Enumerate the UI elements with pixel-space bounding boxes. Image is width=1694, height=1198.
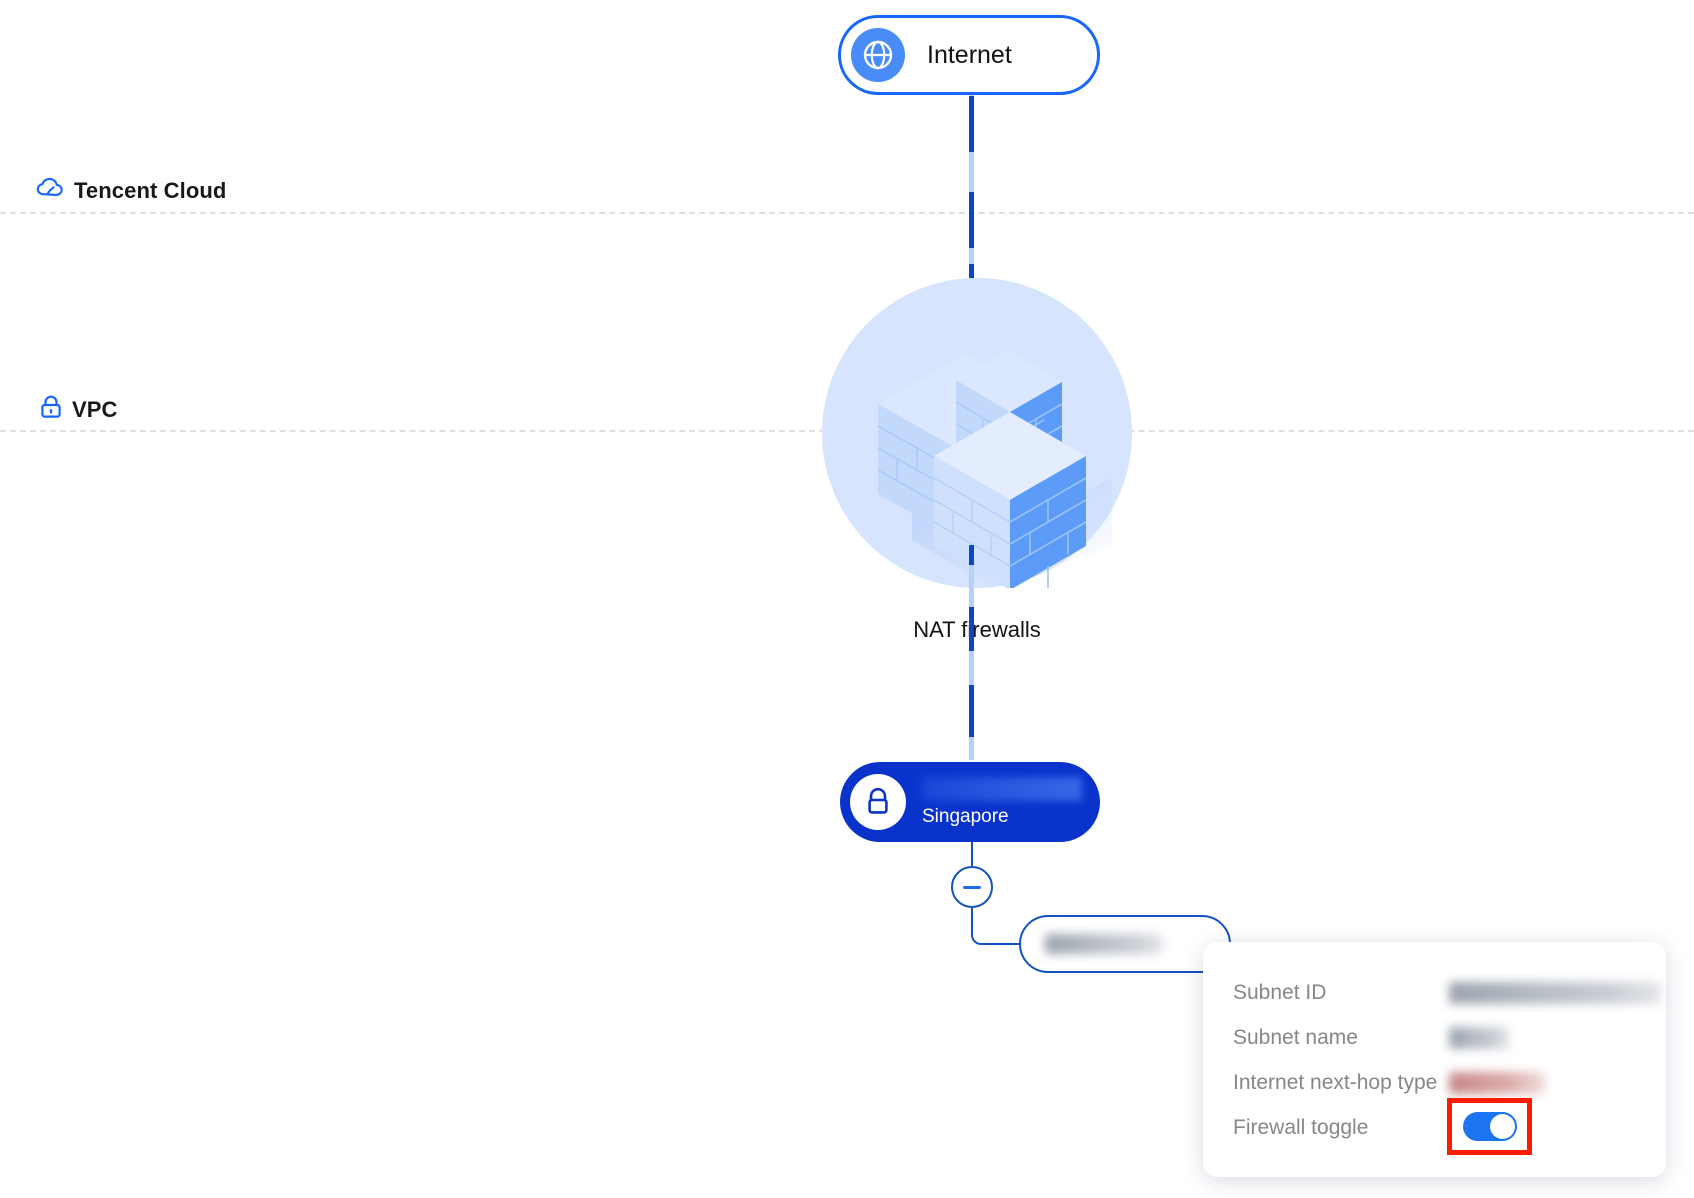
zone-label-text: Tencent Cloud: [74, 178, 227, 203]
detail-label: Subnet name: [1233, 1025, 1358, 1049]
node-internet-label: Internet: [927, 40, 1012, 69]
lock-icon: [40, 395, 62, 425]
zone-label-vpc: VPC: [40, 395, 118, 425]
detail-row-subnet-id: Subnet ID: [1203, 970, 1666, 1015]
detail-value-redacted: [1449, 981, 1661, 1004]
minus-circle-icon[interactable]: [951, 866, 993, 908]
brick-wall-icon: [877, 350, 1112, 588]
zone-divider-tencent-cloud: [0, 212, 1694, 214]
node-internet[interactable]: Internet: [838, 15, 1100, 95]
connector-region-to-collapse: [971, 842, 973, 866]
detail-value-redacted: [1449, 1026, 1509, 1049]
detail-value-redacted: [1449, 1071, 1545, 1094]
firewall-toggle-switch[interactable]: [1462, 1112, 1517, 1141]
collapse-minus-glyph: [963, 885, 981, 889]
node-region-singapore[interactable]: Singapore: [840, 762, 1100, 842]
connector-collapse-to-subnet: [971, 908, 1023, 945]
node-nat-firewalls[interactable]: [822, 278, 1132, 588]
detail-row-firewall-toggle: Firewall toggle: [1203, 1105, 1666, 1150]
lock-icon: [850, 774, 906, 830]
globe-icon: [851, 28, 905, 82]
detail-label: Internet next-hop type: [1233, 1070, 1438, 1094]
node-subnet[interactable]: [1019, 915, 1231, 973]
detail-row-internet-next-hop-type: Internet next-hop type: [1203, 1060, 1666, 1105]
detail-label: Firewall toggle: [1233, 1115, 1369, 1139]
node-region-label: Singapore: [922, 805, 1009, 827]
detail-label: Subnet ID: [1233, 980, 1327, 1004]
node-nat-firewalls-label: NAT firewalls: [913, 617, 1041, 642]
firewall-toggle-highlight-box: [1447, 1098, 1532, 1155]
node-region-title-redacted: [922, 776, 1082, 801]
connector-firewall-to-region: [969, 545, 974, 760]
subnet-detail-panel: Subnet ID Subnet name Internet next-hop …: [1203, 942, 1666, 1177]
zone-label-tencent-cloud: Tencent Cloud: [36, 177, 226, 205]
cloud-icon: [36, 177, 64, 205]
zone-label-text: VPC: [72, 397, 118, 422]
connector-internet-to-firewall: [969, 92, 974, 282]
firewall-toggle-knob: [1489, 1114, 1515, 1139]
node-subnet-label-redacted: [1045, 934, 1163, 954]
detail-row-subnet-name: Subnet name: [1203, 1015, 1666, 1060]
